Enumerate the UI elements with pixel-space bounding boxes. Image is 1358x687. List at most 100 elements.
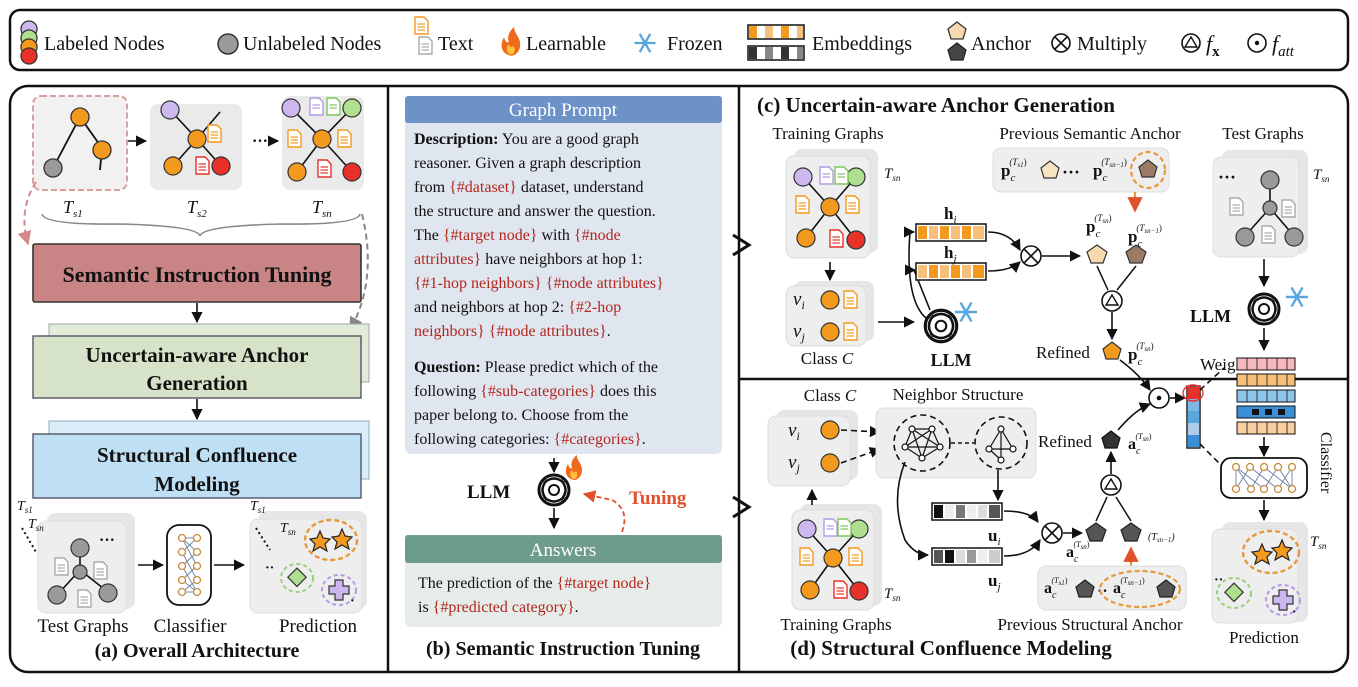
graph-s1: [43, 107, 112, 178]
prompt-lines-line: reasoner. Given a graph description: [414, 155, 641, 172]
answers-title-bar: [405, 535, 722, 563]
fx-icon-c: [1101, 290, 1123, 312]
arrow-refined-d-fatt: [1117, 402, 1152, 431]
legend-frozen-label: Frozen: [667, 33, 723, 55]
vj-doc-c: [843, 322, 858, 341]
svg-text:·: ·: [350, 594, 355, 609]
legend-anchor-label: Anchor: [971, 33, 1031, 55]
prompt-lines-line: the structure and answer the question.: [414, 203, 656, 220]
svg-text:···: ···: [1218, 167, 1236, 187]
legend-unlabeled-nodes-label: Unlabeled Nodes: [243, 33, 382, 55]
llm-label-b: LLM: [467, 482, 510, 503]
prev-anchor-highlight-c: [1129, 150, 1167, 190]
refined-anchor-pentagon-d: [1101, 430, 1121, 449]
arrow-hj-mult: [987, 261, 1021, 273]
test-graph-a: ···: [21, 527, 118, 608]
prompt-lines-line: {#1-hop neighbors} {#node attributes}: [414, 275, 664, 292]
legend-labeled-nodes-icon: [20, 20, 38, 65]
weight-vector: [1182, 384, 1204, 449]
confluence-label-2: Modeling: [154, 472, 240, 496]
embedding-uj: [931, 547, 1003, 566]
arrow-ui-mult: [1003, 510, 1039, 523]
answers-body: The prediction of the {#target node}is {…: [418, 575, 651, 616]
label-test-c-tsn: Tsn: [1313, 167, 1330, 184]
legend-multiply-icon: [1051, 33, 1071, 53]
label-pred-d-tsn: Tsn: [1310, 534, 1327, 551]
question-lines-line: Question: Please predict which of the: [414, 359, 658, 376]
vj-label-d: vj: [788, 452, 800, 475]
prev-anchor-pentagon-1: [1040, 160, 1060, 179]
refined-anchor-pentagon-c: [1102, 341, 1122, 360]
legend-anchor-icon: [947, 21, 967, 61]
legend-labeled-nodes-label: Labeled Nodes: [44, 33, 165, 55]
anchor-pentagon-prev-d: [1120, 522, 1142, 542]
prev-struct-highlight: [1098, 569, 1182, 609]
neighbor-structure-label: Neighbor Structure: [893, 385, 1024, 404]
line-anchor-fx-d1: [1095, 496, 1108, 522]
multiply-icon-c: [1020, 245, 1042, 267]
line-anchor-fx-d2: [1115, 496, 1132, 522]
answer-lines-line: is {#predicted category}.: [418, 599, 579, 616]
training-graph-d: [797, 518, 869, 601]
embedding-hj: [915, 262, 987, 281]
legend-learnable-label: Learnable: [526, 33, 606, 55]
anchor-pentagon-current-d: [1085, 522, 1107, 542]
classifier-icon-a: [166, 524, 212, 606]
neighbor-structure-graph-2: [974, 416, 1028, 470]
confluence-box: [32, 433, 362, 499]
arrow-neighbor-uj: [896, 461, 930, 561]
panel-c: (c) Uncertain-aware Anchor Generation Tr…: [757, 93, 1330, 391]
anchor-pentagon-current-c: [1086, 244, 1108, 264]
dashed-weight-bottom: [1199, 443, 1223, 467]
legend-fatt-icon: [1247, 33, 1267, 53]
neighbor-structure-graph-1: [893, 414, 951, 472]
prompt-lines-line: and neighbors at hop 2: {#2-hop: [414, 299, 621, 316]
graph-prompt-title: Graph Prompt: [509, 100, 618, 121]
vi-node-d: [820, 420, 840, 440]
arrow-vi-neighbor: [840, 425, 882, 438]
llm-label-c2: LLM: [1190, 306, 1231, 326]
dashed-arrow-s1: [17, 181, 37, 246]
prompt-lines-line: Description: You are a good graph: [414, 131, 639, 148]
legend-fatt-label: fatt: [1272, 31, 1295, 60]
semantic-tuning-label: Semantic Instruction Tuning: [63, 262, 332, 287]
prompt-lines-line: from {#dataset} dataset, understand: [414, 179, 644, 196]
vj-node-d: [820, 453, 840, 473]
legend-fx-label: fx: [1206, 31, 1220, 60]
embedding-ui: [931, 502, 1003, 521]
question-lines-line: following {#sub-categories} does this: [414, 383, 656, 400]
svg-text:··: ··: [1214, 573, 1223, 588]
graph-prompt-box: [405, 96, 722, 454]
legend-unlabeled-node-icon: [217, 33, 239, 55]
svg-text:···: ···: [99, 532, 115, 549]
legend-fx-icon: [1181, 33, 1201, 53]
question-lines-line: following categories: {#categories}.: [414, 431, 646, 448]
training-graphs-label-c: Training Graphs: [772, 124, 883, 143]
vi-doc-c: [843, 290, 858, 309]
legend-text-label: Text: [438, 33, 474, 55]
arrow-vj-neighbor: [840, 447, 882, 464]
prediction-label-d: Prediction: [1229, 628, 1299, 647]
uj-label: uj: [988, 571, 1001, 593]
previous-semantic-anchor-box: [992, 147, 1170, 193]
legend-box: [8, 8, 1350, 72]
caption-c: (c) Uncertain-aware Anchor Generation: [757, 93, 1115, 117]
label-c-tsn: Tsn: [884, 166, 901, 183]
hi-label: hi: [944, 204, 957, 226]
label-ts1: Ts1: [63, 197, 83, 220]
multiply-icon-d: [1041, 522, 1063, 544]
training-graph-c: [793, 166, 866, 250]
test-graph-c: ···: [1218, 167, 1304, 247]
arrow-llm-hi: [903, 226, 927, 319]
prompt-lines-line: attributes} have neighbors at hop 1:: [414, 251, 643, 268]
anchor-pentagon-prev-c: [1125, 244, 1147, 264]
tuning-label: Tuning: [629, 488, 687, 509]
graph-sn: [281, 97, 362, 182]
panel-b: Graph Prompt Description: You are a good…: [405, 96, 722, 660]
fatt-icon-cd: [1148, 387, 1170, 409]
neighbor-structure-box: [875, 407, 1037, 479]
label-a-ts1: Ts1: [17, 499, 33, 515]
graph-prompt-question: Question: Please predict which of the fol…: [414, 359, 658, 448]
